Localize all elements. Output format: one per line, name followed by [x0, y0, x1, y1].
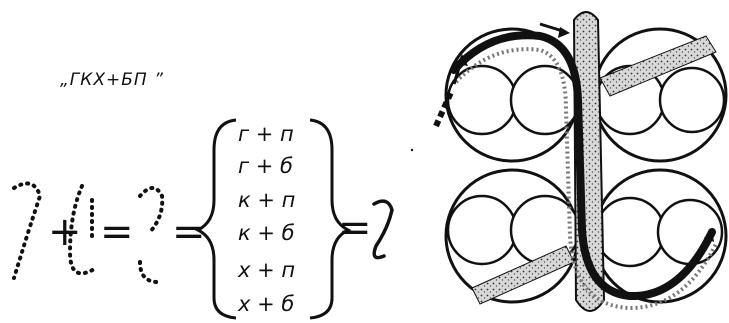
roller-diagram	[0, 0, 729, 323]
